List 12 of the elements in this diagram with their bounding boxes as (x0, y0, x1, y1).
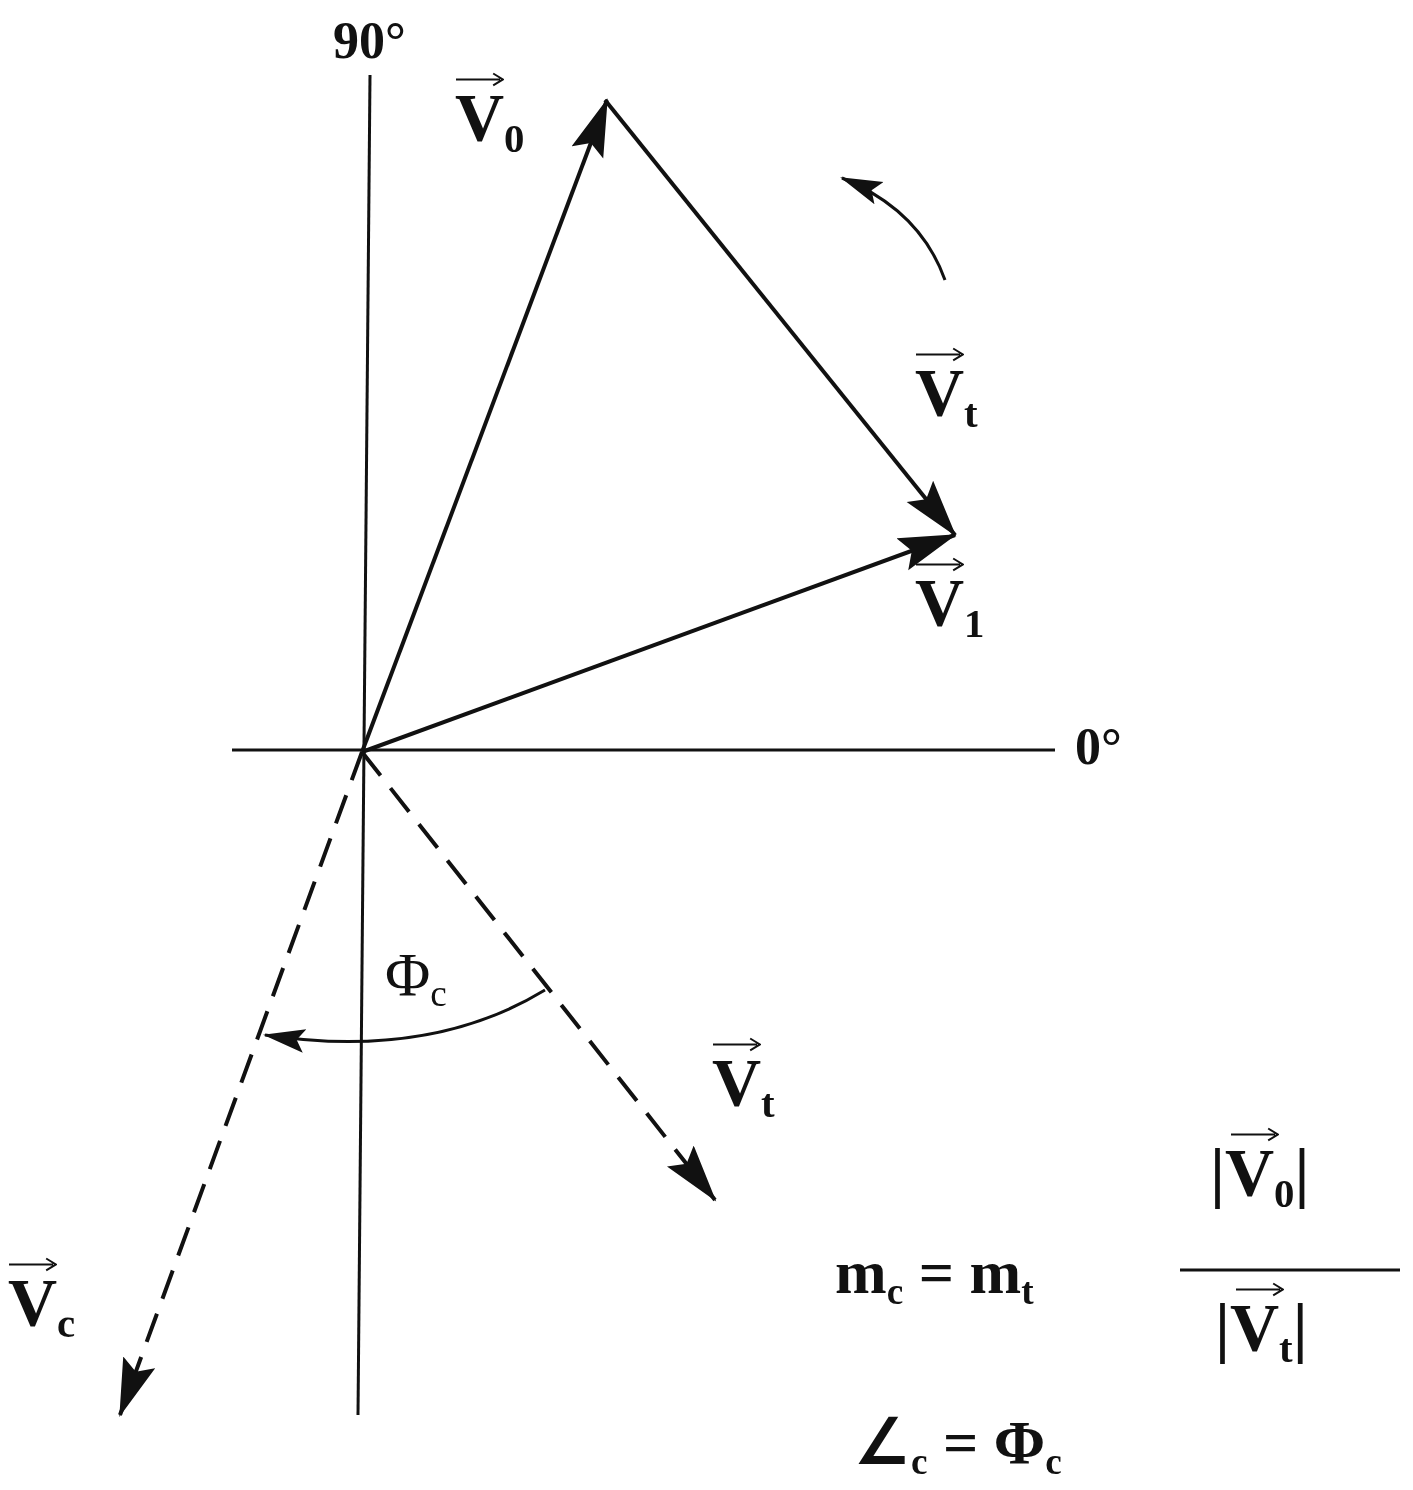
vector-label: V$_{t}$ (712, 1045, 775, 1128)
formula-denominator: |V$_{t}$| (1215, 1290, 1308, 1373)
formula-text: m$_{c}$ = m$_{t}$ (835, 1238, 1034, 1314)
formula-numerator: |V$_{0}$| (1210, 1135, 1310, 1218)
vector-label: V$_{1}$ (915, 565, 985, 648)
angle-label: 0° (1075, 718, 1122, 776)
vector-label: V$_{0}$ (455, 80, 525, 163)
angle-label: 90° (333, 12, 406, 70)
vector-label: V$_{t}$ (915, 355, 978, 438)
formula-text: ∠$_{c}$ = Φ$_{c}$ (855, 1408, 1062, 1484)
vector-label: V$_{c}$ (8, 1265, 76, 1348)
angle-label: Φ$_{c}$ (385, 940, 447, 1016)
